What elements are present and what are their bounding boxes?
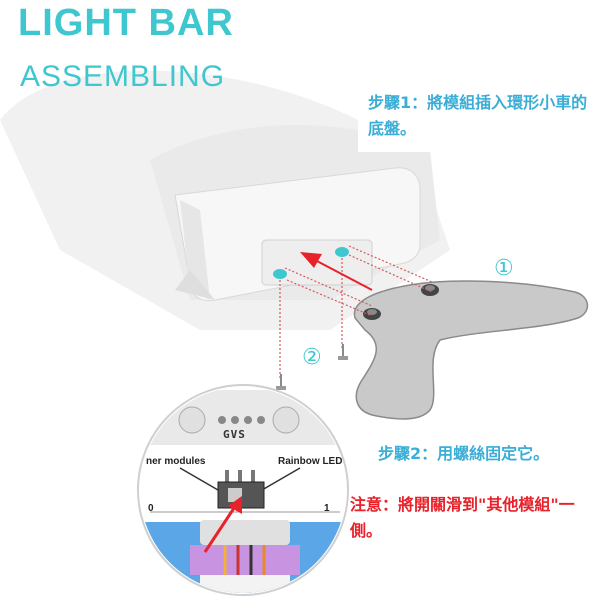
marker-step-1: ① [494,256,514,281]
screw-hole-left [273,269,287,279]
switch-detail-inset [137,384,349,596]
chip-label: GVS [223,428,246,441]
step1-instruction: 步驟1：將模組插入環形小車的底盤。 [368,93,588,138]
inset-right-label: Rainbow LED [278,456,343,467]
switch-note: 注意：將開關滑到"其他模組"一側。 [350,495,575,540]
step2-instruction: 步驟2：用螺絲固定它。 [378,444,550,463]
inset-left-label: ner modules [146,456,206,467]
chassis-plate [353,280,589,420]
insert-arrow [300,252,373,291]
step1-background [358,82,596,152]
screw-hole-right [335,247,349,257]
inset-left-value: 0 [148,503,154,514]
screw-left [276,374,286,390]
alignment-lines [279,245,433,378]
page-title: LIGHT BAR [18,2,234,44]
screw-right [338,344,348,360]
inset-right-value: 1 [324,503,330,514]
marker-step-2: ② [302,345,322,370]
page-subtitle: ASSEMBLING [20,60,226,93]
